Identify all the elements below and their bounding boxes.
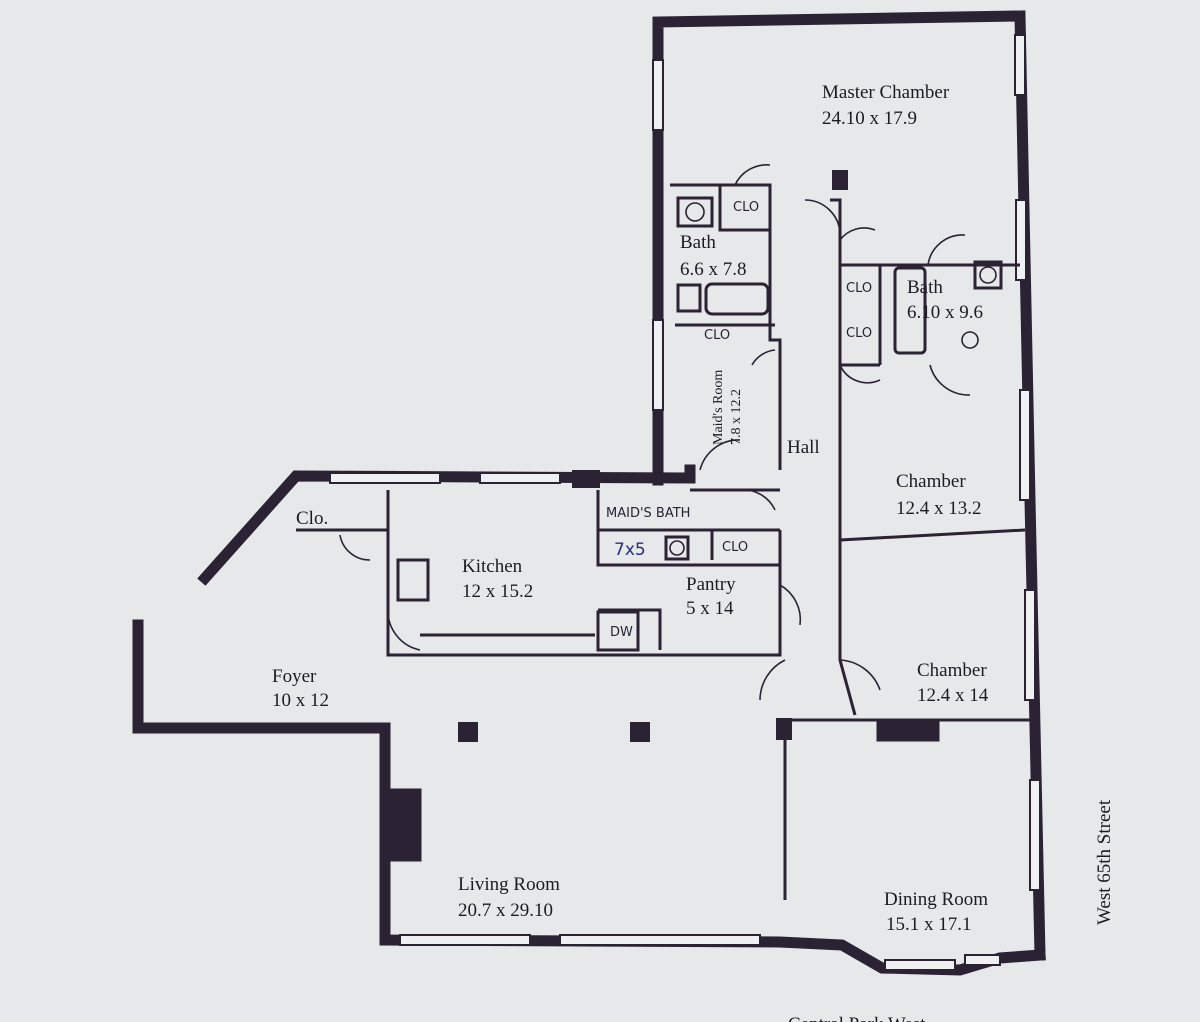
room-label-bath-1: Bath 6.6 x 7.8 bbox=[680, 232, 747, 280]
room-dims: 10 x 12 bbox=[272, 690, 329, 711]
room-dims: 12 x 15.2 bbox=[462, 581, 533, 602]
room-name: Bath bbox=[907, 277, 943, 298]
columns bbox=[388, 170, 940, 862]
note-closet: CLO bbox=[704, 328, 730, 343]
handwritten-notes: CLO CLO CLO CLO MAID'S BATH 7x5 CLO DW bbox=[606, 200, 872, 640]
room-name: Chamber bbox=[917, 660, 987, 681]
room-name: Maid's Room bbox=[711, 370, 726, 445]
room-label-pantry: Pantry 5 x 14 bbox=[686, 574, 736, 619]
room-label-hall: Hall bbox=[787, 437, 820, 458]
interior-walls bbox=[296, 183, 1030, 900]
note-closet: CLO bbox=[733, 200, 759, 215]
room-dims: 6.10 x 9.6 bbox=[907, 302, 983, 323]
note-closet: CLO bbox=[846, 326, 872, 341]
exterior-walls bbox=[132, 10, 1046, 976]
windows bbox=[329, 34, 1041, 971]
room-dims: 20.7 x 29.10 bbox=[458, 900, 553, 921]
room-name: Clo. bbox=[296, 508, 328, 529]
room-label-master-chamber: Master Chamber 24.10 x 17.9 bbox=[822, 82, 950, 129]
room-label-maids-room: Maid's Room 7.8 x 12.2 bbox=[711, 370, 744, 445]
room-label-living-room: Living Room 20.7 x 29.10 bbox=[458, 874, 560, 921]
note-dishwasher: DW bbox=[610, 625, 633, 640]
room-dims: 12.4 x 13.2 bbox=[896, 498, 982, 519]
street-label-south: Central Park West bbox=[788, 1014, 926, 1022]
room-name: Pantry bbox=[686, 574, 736, 595]
note-closet: CLO bbox=[722, 540, 748, 555]
room-name: Foyer bbox=[272, 666, 317, 687]
note-closet: CLO bbox=[846, 281, 872, 296]
room-name: Bath bbox=[680, 232, 716, 253]
doors bbox=[339, 164, 971, 701]
room-dims: 6.6 x 7.8 bbox=[680, 259, 747, 280]
fixtures bbox=[396, 196, 1003, 652]
room-dims: 12.4 x 14 bbox=[917, 685, 989, 706]
room-label-closet: Clo. bbox=[296, 508, 328, 529]
room-label-kitchen: Kitchen 12 x 15.2 bbox=[462, 556, 533, 602]
room-label-chamber-2: Chamber 12.4 x 14 bbox=[917, 660, 989, 706]
room-label-foyer: Foyer 10 x 12 bbox=[272, 666, 329, 711]
room-dims: 5 x 14 bbox=[686, 598, 734, 619]
room-name: Living Room bbox=[458, 874, 560, 895]
room-label-chamber-1: Chamber 12.4 x 13.2 bbox=[896, 471, 982, 519]
room-name: Master Chamber bbox=[822, 82, 950, 103]
note-maids-bath: MAID'S BATH bbox=[606, 506, 690, 521]
room-dims: 24.10 x 17.9 bbox=[822, 108, 917, 129]
room-dims: 15.1 x 17.1 bbox=[886, 914, 972, 935]
note-maids-bath-dims: 7x5 bbox=[614, 540, 646, 560]
room-label-bath-2: Bath 6.10 x 9.6 bbox=[907, 277, 983, 323]
room-label-dining-room: Dining Room 15.1 x 17.1 bbox=[884, 889, 988, 935]
room-name: Kitchen bbox=[462, 556, 523, 577]
room-dims: 7.8 x 12.2 bbox=[729, 389, 744, 445]
room-name: Dining Room bbox=[884, 889, 988, 910]
street-label-east: West 65th Street bbox=[1094, 799, 1115, 925]
room-name: Chamber bbox=[896, 471, 966, 492]
room-name: Hall bbox=[787, 437, 820, 458]
